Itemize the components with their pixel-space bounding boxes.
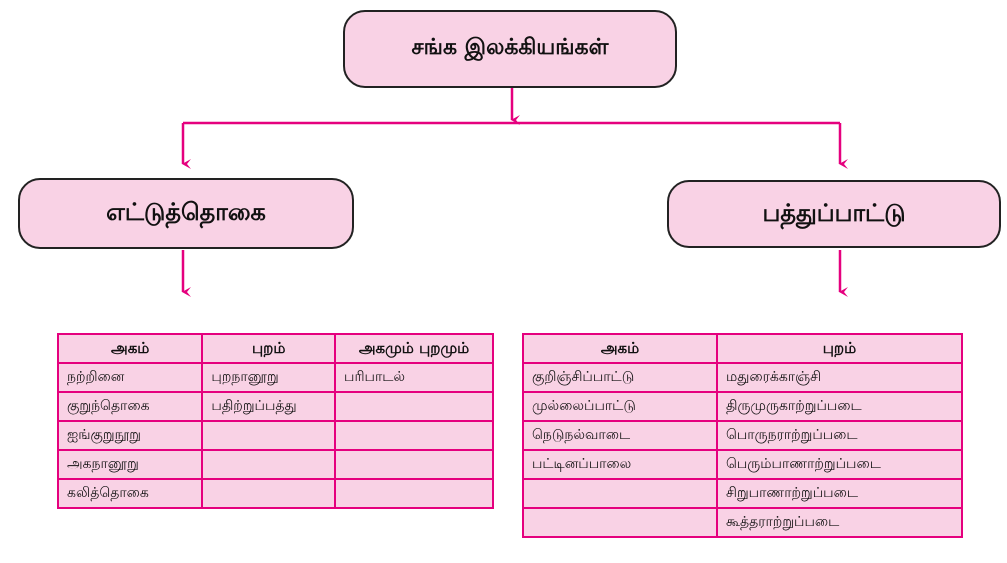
table-cell: நற்றினை [56,362,204,393]
header-cell: அகமும் புறமும் [334,333,494,364]
table-row: கலித்தொகை [56,478,494,509]
table-row: முல்லைப்பாட்டுதிருமுருகாற்றுப்படை [522,391,964,422]
table-row: குறிஞ்சிப்பாட்டுமதுரைக்காஞ்சி [522,362,964,393]
table-cell: மதுரைக்காஞ்சி [715,362,964,393]
table-cell: ஐங்குறுநூறு [56,420,204,451]
table-cell: திருமுருகாற்றுப்படை [715,391,964,422]
table-cell [334,449,494,480]
table-cell: குறுந்தொகை [56,391,204,422]
table-cell: கூத்தராற்றுப்படை [715,507,964,538]
header-cell: புறம் [715,333,964,364]
header-cell: அகம் [56,333,204,364]
table-cell: கலித்தொகை [56,478,204,509]
table-cell [522,478,718,509]
table-cell [201,449,337,480]
table-cell: பட்டினப்பாலை [522,449,718,480]
table-row: நெடுநல்வாடைபொருநராற்றுப்படை [522,420,964,451]
table-cell [201,420,337,451]
table-cell [334,478,494,509]
table-cell: முல்லைப்பாட்டு [522,391,718,422]
table-row: பட்டினப்பாலைபெரும்பாணாற்றுப்படை [522,449,964,480]
root-node: சங்க இலக்கியங்கள் [343,10,677,88]
table-cell: நெடுநல்வாடை [522,420,718,451]
table-row: அகநானூறு [56,449,494,480]
table-cell: புறநானூறு [201,362,337,393]
table-cell: அகநானூறு [56,449,204,480]
header-cell: அகம் [522,333,718,364]
table-cell [522,507,718,538]
pathupattu-node: பத்துப்பாட்டு [667,180,1001,248]
table-header-row: அகம் புறம் அகமும் புறமும் [56,333,494,364]
table-row: ஐங்குறுநூறு [56,420,494,451]
header-cell: புறம் [201,333,337,364]
table-row: குறுந்தொகைபதிற்றுப்பத்து [56,391,494,422]
table-cell: சிறுபாணாற்றுப்படை [715,478,964,509]
ettuthogai-node: எட்டுத்தொகை [18,178,354,249]
pathupattu-table: அகம் புறம் குறிஞ்சிப்பாட்டுமதுரைக்காஞ்சி… [522,333,964,538]
table-row: சிறுபாணாற்றுப்படை [522,478,964,509]
table-cell: பெரும்பாணாற்றுப்படை [715,449,964,480]
ettuthogai-table: அகம் புறம் அகமும் புறமும் நற்றினைபுறநானூ… [56,333,494,509]
table-header-row: அகம் புறம் [522,333,964,364]
table-cell: பொருநராற்றுப்படை [715,420,964,451]
table-cell [201,478,337,509]
table-cell: பதிற்றுப்பத்து [201,391,337,422]
table-cell: குறிஞ்சிப்பாட்டு [522,362,718,393]
table-row: நற்றினைபுறநானூறுபரிபாடல் [56,362,494,393]
table-cell [334,391,494,422]
table-row: கூத்தராற்றுப்படை [522,507,964,538]
table-cell [334,420,494,451]
table-cell: பரிபாடல் [334,362,494,393]
